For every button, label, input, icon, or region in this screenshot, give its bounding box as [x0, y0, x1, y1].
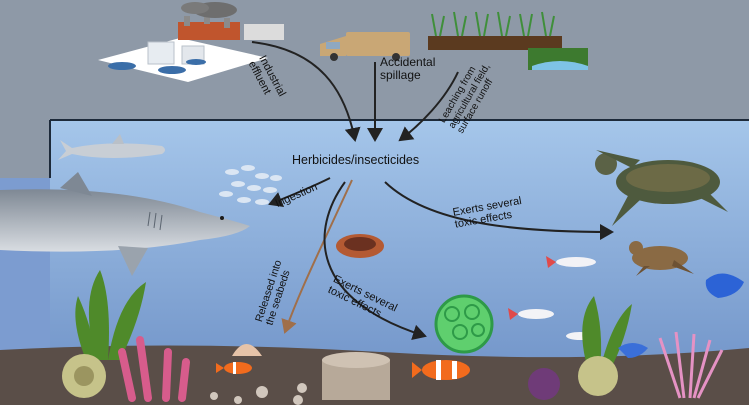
accidental-spillage-label: Accidental spillage — [380, 55, 436, 82]
agricultural-field-icon — [428, 11, 588, 70]
pink-coral-icon — [118, 336, 190, 402]
guppy-fish-icon — [508, 308, 554, 320]
blue-fish-icon — [618, 343, 648, 358]
seaweed-left-icon — [75, 270, 146, 360]
exerts-right-arrow — [384, 181, 614, 240]
zebrafish-icon — [546, 256, 596, 268]
frog-icon — [629, 241, 694, 276]
exerts-bottom-arrow — [323, 181, 427, 341]
ingestion-arrow — [268, 177, 331, 207]
sea-urchin-left-icon — [62, 354, 106, 398]
sand-dollar-icon — [336, 234, 384, 258]
anemone-icon — [232, 344, 262, 356]
small-shark-icon — [58, 134, 165, 160]
blue-betta-fish-icon — [705, 273, 744, 298]
fish-school-icon — [219, 165, 282, 205]
clownfish-icon — [412, 360, 470, 380]
sea-urchin-right-icon — [528, 356, 618, 400]
released-arrow — [281, 179, 353, 334]
industrial-arrow — [251, 41, 361, 142]
truck-icon — [320, 32, 410, 61]
small-clownfish-icon — [216, 362, 252, 374]
seaweed-right-icon — [582, 296, 632, 370]
shark-icon — [0, 172, 250, 276]
pebbles-icon — [210, 383, 307, 405]
leaching-arrow — [398, 71, 459, 142]
green-algae-icon — [434, 294, 494, 354]
industrial-plant-icon — [98, 2, 284, 82]
sea-turtle-icon — [595, 150, 728, 226]
central-label: Herbicides/insecticides — [292, 153, 420, 167]
rock-icon — [322, 352, 390, 400]
pink-anemone-icon — [658, 331, 724, 399]
